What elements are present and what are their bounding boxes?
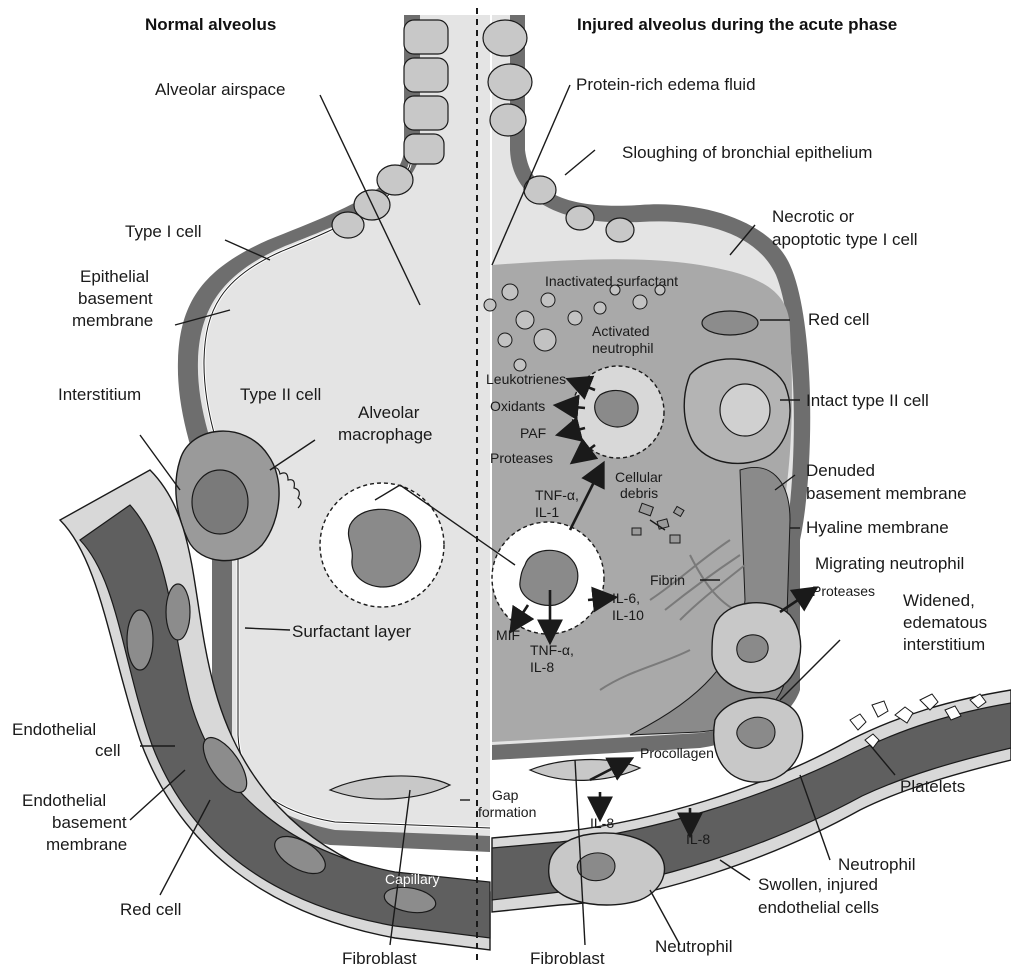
label-endothelial-bm-2: basement (52, 813, 127, 832)
label-endothelial-bm-3: membrane (46, 835, 127, 854)
label-gap-formation-2: formation (478, 804, 536, 820)
label-cellular-debris-2: debris (620, 485, 658, 501)
label-il8-a: IL-8 (590, 815, 614, 831)
normal-alveolus (60, 15, 490, 950)
label-proteases: Proteases (490, 450, 553, 466)
label-tnf-il1-2: IL-1 (535, 504, 559, 520)
label-epithelial-bm-3: membrane (72, 311, 153, 330)
label-endothelial-cell-2: cell (95, 741, 121, 760)
label-fibroblast-left: Fibroblast (342, 949, 417, 968)
label-epithelial-bm-2: basement (78, 289, 153, 308)
label-endothelial-cell-1: Endothelial (12, 720, 96, 739)
label-surfactant-layer: Surfactant layer (292, 622, 411, 641)
label-widened-interstitium-2: edematous (903, 613, 987, 632)
label-il6-il10-2: IL-10 (612, 607, 644, 623)
label-alveolar-airspace: Alveolar airspace (155, 80, 285, 99)
capillary-neutrophil-a (714, 698, 803, 783)
intact-type-ii-cell (684, 359, 790, 463)
label-edema-fluid: Protein-rich edema fluid (576, 75, 756, 94)
label-proteases-small: Proteases (812, 583, 875, 599)
label-activated-neutrophil-2: neutrophil (592, 340, 654, 356)
alveolar-macrophage-left (320, 483, 444, 607)
capillary-neutrophil-b (549, 833, 665, 905)
label-red-cell-left: Red cell (120, 900, 181, 919)
label-capillary: Capillary (385, 871, 439, 887)
label-necrotic-2: apoptotic type I cell (772, 230, 918, 249)
label-leukotrienes: Leukotrienes (486, 371, 566, 387)
label-neutrophil-b: Neutrophil (655, 937, 733, 956)
label-platelets: Platelets (900, 777, 965, 796)
label-widened-interstitium-3: interstitium (903, 635, 985, 654)
label-procollagen: Procollagen (640, 745, 714, 761)
label-red-cell-right: Red cell (808, 310, 869, 329)
injured-red-cell (702, 311, 758, 335)
label-widened-interstitium-1: Widened, (903, 591, 975, 610)
activated-neutrophil (572, 366, 664, 458)
label-denuded-bm-2: basement membrane (806, 484, 967, 503)
label-migrating-neutrophil: Migrating neutrophil (815, 554, 964, 573)
label-mif: MIF (496, 627, 520, 643)
label-neutrophil-a: Neutrophil (838, 855, 916, 874)
label-epithelial-bm-1: Epithelial (80, 267, 149, 286)
label-tnf-il1-1: TNF-α, (535, 487, 579, 503)
label-il6-il10-1: IL-6, (612, 590, 640, 606)
title-normal: Normal alveolus (145, 15, 276, 34)
label-inactivated-surfactant: Inactivated surfactant (545, 273, 678, 289)
label-hyaline-membrane: Hyaline membrane (806, 518, 949, 537)
label-gap-formation-1: Gap (492, 787, 519, 803)
label-tnf-il8-1: TNF-α, (530, 642, 574, 658)
label-necrotic-1: Necrotic or (772, 207, 855, 226)
label-il8-b: IL-8 (686, 831, 710, 847)
title-injured: Injured alveolus during the acute phase (577, 15, 897, 34)
label-alveolar-macrophage-1: Alveolar (358, 403, 420, 422)
label-sloughing: Sloughing of bronchial epithelium (622, 143, 872, 162)
label-activated-neutrophil-1: Activated (592, 323, 650, 339)
label-type-ii-cell: Type II cell (240, 385, 321, 404)
label-swollen-endothelial-2: endothelial cells (758, 898, 879, 917)
label-oxidants: Oxidants (490, 398, 545, 414)
label-cellular-debris-1: Cellular (615, 469, 663, 485)
label-tnf-il8-2: IL-8 (530, 659, 554, 675)
label-paf: PAF (520, 425, 546, 441)
label-type-i-cell: Type I cell (125, 222, 202, 241)
label-fibroblast-right: Fibroblast (530, 949, 605, 968)
label-swollen-endothelial-1: Swollen, injured (758, 875, 878, 894)
label-fibrin: Fibrin (650, 572, 685, 588)
label-intact-type-ii: Intact type II cell (806, 391, 929, 410)
label-alveolar-macrophage-2: macrophage (338, 425, 433, 444)
label-denuded-bm-1: Denuded (806, 461, 875, 480)
label-interstitium: Interstitium (58, 385, 141, 404)
injured-alveolar-macrophage (492, 522, 604, 634)
migrating-neutrophil (712, 603, 801, 693)
label-endothelial-bm-1: Endothelial (22, 791, 106, 810)
